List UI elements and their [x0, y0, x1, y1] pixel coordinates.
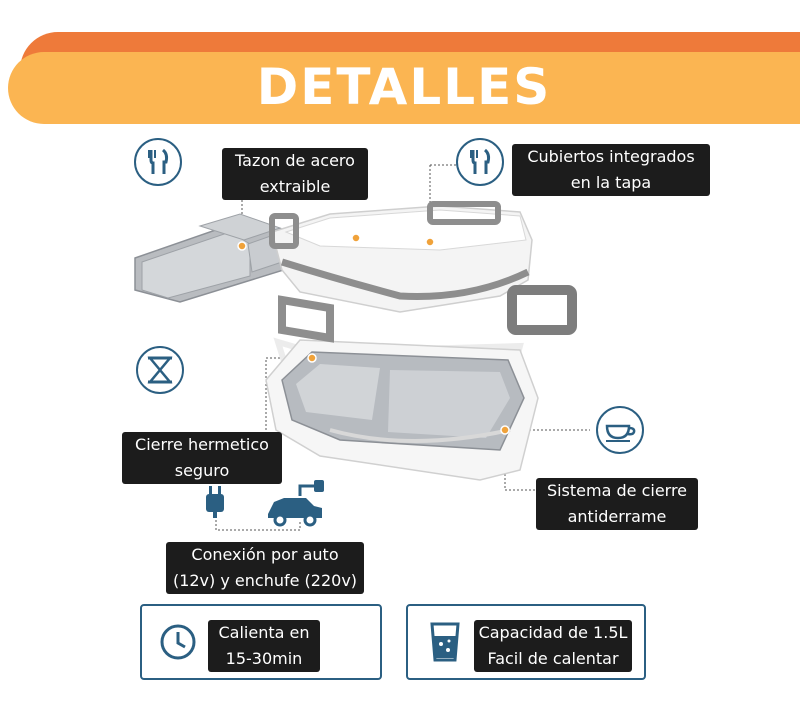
label-conexion: Conexión por auto(12v) y enchufe (220v)	[166, 542, 364, 594]
leader-line-conexion	[215, 516, 301, 531]
dot-sistema	[500, 425, 510, 435]
dot-cubiertos	[425, 237, 435, 247]
base-container	[265, 295, 539, 481]
dot-tazon	[237, 241, 247, 251]
car-plug	[314, 480, 324, 492]
fork-knife-icon	[134, 138, 182, 186]
steel-tray	[134, 213, 291, 303]
page-title: DETALLES	[256, 58, 552, 116]
header-banner: DETALLES	[8, 52, 800, 124]
plug-icon	[206, 486, 224, 518]
car-cord	[298, 484, 316, 496]
fork-knife-icon	[456, 138, 504, 186]
cup-icon	[596, 406, 644, 454]
hourglass-icon	[136, 346, 184, 394]
clock-icon	[158, 622, 198, 662]
glass-icon	[428, 620, 462, 664]
dot-cierre	[307, 353, 317, 363]
dot-lid-left	[351, 233, 361, 243]
leader-line-cierre	[265, 357, 312, 430]
lid	[269, 201, 577, 335]
car-icon	[268, 498, 322, 527]
